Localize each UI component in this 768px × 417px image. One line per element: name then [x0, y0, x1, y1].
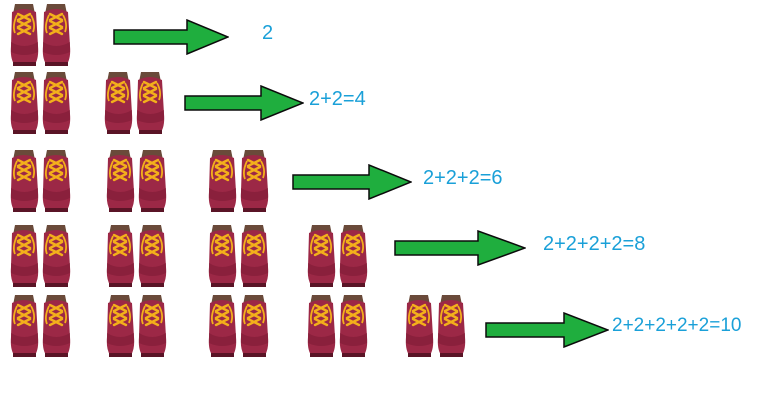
boot-pair-icon [8, 2, 72, 68]
boot-pair-icon [206, 223, 270, 289]
equation-label: 2+2+2=6 [423, 167, 503, 189]
right-arrow-icon [292, 164, 412, 200]
right-arrow-icon [184, 85, 304, 121]
boot-pair-icon [104, 293, 168, 359]
right-arrow-icon [113, 19, 229, 55]
boot-pair-icon [104, 223, 168, 289]
boot-pair-icon [8, 293, 72, 359]
boot-pair-icon [8, 148, 72, 214]
boot-pair-icon [305, 223, 369, 289]
boot-pair-icon [104, 148, 168, 214]
equation-label: 2 [262, 22, 274, 44]
right-arrow-icon [394, 230, 526, 266]
boot-pair-icon [403, 293, 467, 359]
equation-label: 2+2+2+2=8 [543, 233, 646, 255]
boot-pair-icon [206, 148, 270, 214]
boot-pair-icon [102, 70, 166, 136]
equation-label: 2+2=4 [309, 88, 366, 110]
equation-label: 2+2+2+2+2=10 [612, 315, 742, 336]
boot-pair-icon [305, 293, 369, 359]
right-arrow-icon [485, 312, 609, 348]
boot-pair-icon [8, 70, 72, 136]
boot-pair-icon [206, 293, 270, 359]
boot-pair-icon [8, 223, 72, 289]
